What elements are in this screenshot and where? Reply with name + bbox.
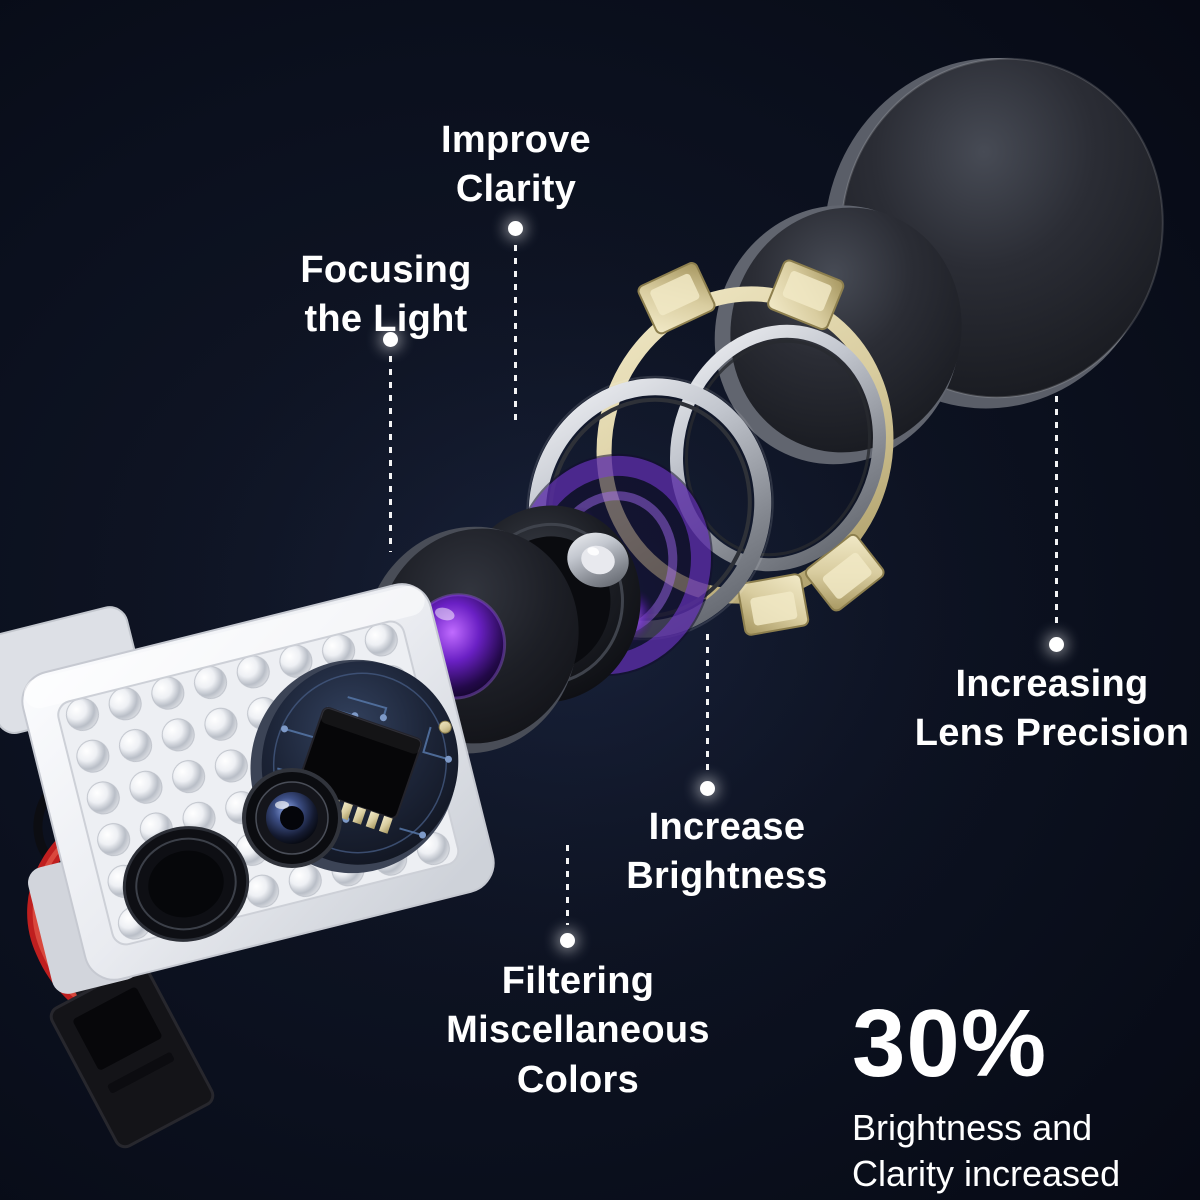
projector-lens-barrel (122, 826, 250, 942)
wire-connector (49, 960, 215, 1149)
condenser-lens (567, 532, 629, 588)
brightness-stat: 30% Brightness and Clarity increased (852, 995, 1192, 1197)
projection-lens (242, 768, 342, 868)
gold-bracket-tab (767, 259, 845, 331)
stat-value: 30% (852, 990, 1048, 1097)
gold-bracket-tab (737, 573, 810, 636)
gold-bracket-ring (596, 259, 894, 636)
gold-screw (438, 720, 452, 734)
stat-description: Brightness and Clarity increased (852, 1106, 1121, 1194)
gold-bracket-tab (804, 533, 885, 612)
gold-bracket-tab (637, 262, 716, 335)
